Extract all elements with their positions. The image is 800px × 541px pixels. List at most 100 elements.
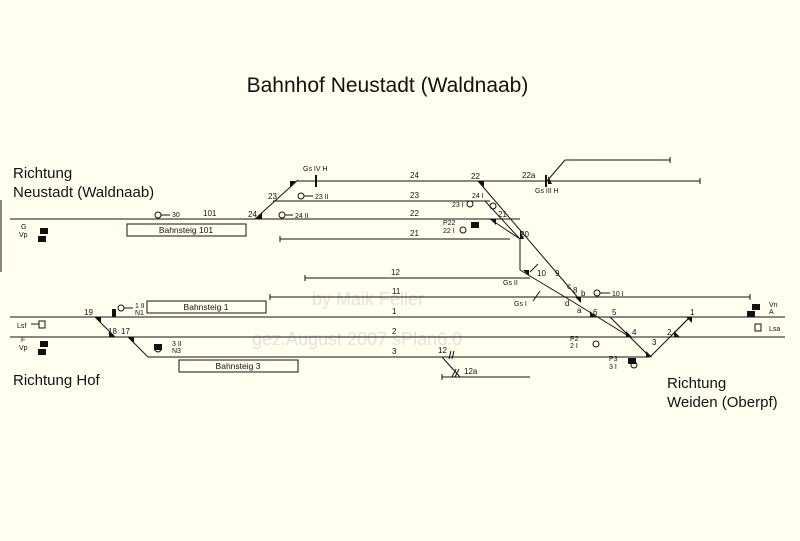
switch-label-b: b — [581, 289, 586, 298]
platform-101 — [126, 223, 247, 237]
watermark-author: by Maik Feller — [312, 289, 424, 309]
switch-label-22: 22 — [471, 172, 480, 181]
diag-22 — [477, 180, 581, 301]
diagram-title: Bahnhof Neustadt (Waldnaab) — [246, 74, 529, 97]
signal-label-1-ii: 1 II — [135, 303, 145, 310]
marker-12a-b — [454, 368, 460, 378]
signal-label-23-ii: 23 II — [315, 194, 329, 201]
switch-label-6: 6 — [593, 308, 598, 317]
signal-lsf-icon — [38, 320, 46, 329]
signal-23-ii-icon — [297, 192, 305, 200]
switch-marker-3 — [646, 351, 652, 357]
signal-label-n3: N3 — [172, 348, 181, 355]
signal-label-vn: Vn — [769, 302, 778, 309]
direction-neustadt: Richtung Neustadt (Waldnaab) — [13, 164, 154, 202]
switch-label-20: 20 — [520, 230, 529, 239]
switch-label-c: c — [567, 282, 571, 291]
switch-marker-17 — [128, 337, 134, 343]
switch-marker-6 — [590, 311, 596, 317]
signal-label-n1: N1 — [135, 310, 144, 317]
signal-labels: Gs IV H Gs III H Gs II Gs I 30 24 II 23 … — [17, 166, 780, 371]
signal-label-p3: P3 — [609, 356, 618, 363]
switch-marker-20 — [520, 230, 524, 239]
signal-label-30: 30 — [172, 212, 180, 219]
signal-vp-top-icon — [38, 236, 46, 242]
stub-22a-diag — [546, 159, 566, 182]
platform-3-label: Bahnsteig 3 — [216, 361, 261, 371]
signal-label-g: G — [21, 224, 26, 231]
signal-label-2-i: 2 I — [570, 343, 578, 350]
diag-23 — [484, 200, 521, 240]
signal-lsa-icon — [754, 323, 762, 332]
switch-label-24: 24 — [248, 210, 257, 219]
track-lines — [0, 159, 785, 378]
switch-marker-2 — [674, 331, 680, 337]
switch-label-21: 21 — [498, 210, 507, 219]
switch-label-2: 2 — [667, 328, 672, 337]
signal-label-gs-ii: Gs II — [503, 280, 518, 287]
platform-1 — [146, 300, 267, 314]
signal-label-gs-iii-h: Gs III H — [535, 188, 559, 195]
signal-label-23-i: 23 I — [452, 202, 464, 209]
signal-a-icon — [747, 311, 755, 317]
signal-label-gs-i: Gs I — [514, 301, 527, 308]
switch-marker-24 — [256, 213, 262, 219]
shunt-signal-gs-i — [532, 290, 541, 302]
marker-12-a — [448, 350, 452, 360]
track-label-12-lower: 12 — [438, 346, 447, 355]
connector-24 — [254, 179, 299, 220]
signal-label-22-i: 22 I — [443, 228, 455, 235]
signal-label-lsa: Lsa — [769, 326, 780, 333]
switch-label-5: 5 — [612, 308, 617, 317]
signal-label-p22: P22 — [443, 220, 456, 227]
signal-label-3-ii: 3 II — [172, 341, 182, 348]
track-labels: 101 24 23 22 21 12 11 1 2 3 12 12a — [203, 171, 478, 376]
track-label-24: 24 — [410, 171, 419, 180]
signal-g-icon — [40, 228, 48, 234]
buffer-stops — [269, 157, 751, 380]
signal-vn-icon — [752, 304, 760, 310]
diag-12a — [441, 356, 461, 378]
switch-label-4: 4 — [632, 328, 637, 337]
signal-label-p2: P2 — [570, 336, 579, 343]
signal-label-gs-iv-h: Gs IV H — [303, 166, 328, 173]
switch-marker-4 — [626, 331, 632, 337]
switch-label-9: 9 — [555, 269, 560, 278]
switch-labels: 24 23 22 21 20 9 10 c 8 b d a 6 5 4 3 2 … — [84, 171, 695, 347]
diag-18-19 — [94, 316, 116, 338]
direction-weiden-line1: Richtung — [667, 375, 727, 392]
switch-marker-22 — [478, 181, 484, 187]
track-label-2: 2 — [392, 327, 397, 336]
signal-label-vp-top: Vp — [19, 232, 28, 239]
track-label-23: 23 — [410, 191, 419, 200]
platform-3 — [178, 359, 299, 373]
signal-label-24-ii: 24 II — [295, 213, 309, 220]
signal-10-i-icon — [593, 289, 601, 297]
switch-marker-22a — [548, 176, 552, 184]
signal-24-ii-icon — [278, 211, 286, 219]
signal-label-24-i: 24 I — [472, 193, 484, 200]
diag-6 — [569, 299, 631, 338]
switch-label-23: 23 — [268, 192, 277, 201]
marker-12a-a — [451, 368, 457, 378]
switch-label-a: a — [577, 306, 582, 315]
signal-23-i-icon — [466, 200, 474, 208]
signal-vp-bottom-icon — [38, 349, 46, 355]
signal-label-a: A — [769, 309, 774, 316]
direction-hof: Richtung Hof — [13, 372, 100, 389]
signal-2-i-icon — [592, 340, 600, 348]
direction-weiden-line2: Weiden (Oberpf) — [667, 394, 778, 411]
signal-p22-icon — [471, 222, 479, 228]
switch-marker-19 — [95, 317, 101, 323]
track-label-21: 21 — [410, 229, 419, 238]
switch-marker-8 — [575, 297, 581, 303]
switch-marker-18 — [109, 331, 115, 337]
switch-label-19: 19 — [84, 308, 93, 317]
switch-label-22a: 22a — [522, 171, 536, 180]
switch-marker-21 — [490, 219, 496, 225]
switch-label-1: 1 — [690, 308, 695, 317]
direction-neustadt-line1: Richtung — [13, 165, 73, 182]
switch-label-17: 17 — [121, 327, 130, 336]
switch-label-3: 3 — [652, 338, 657, 347]
